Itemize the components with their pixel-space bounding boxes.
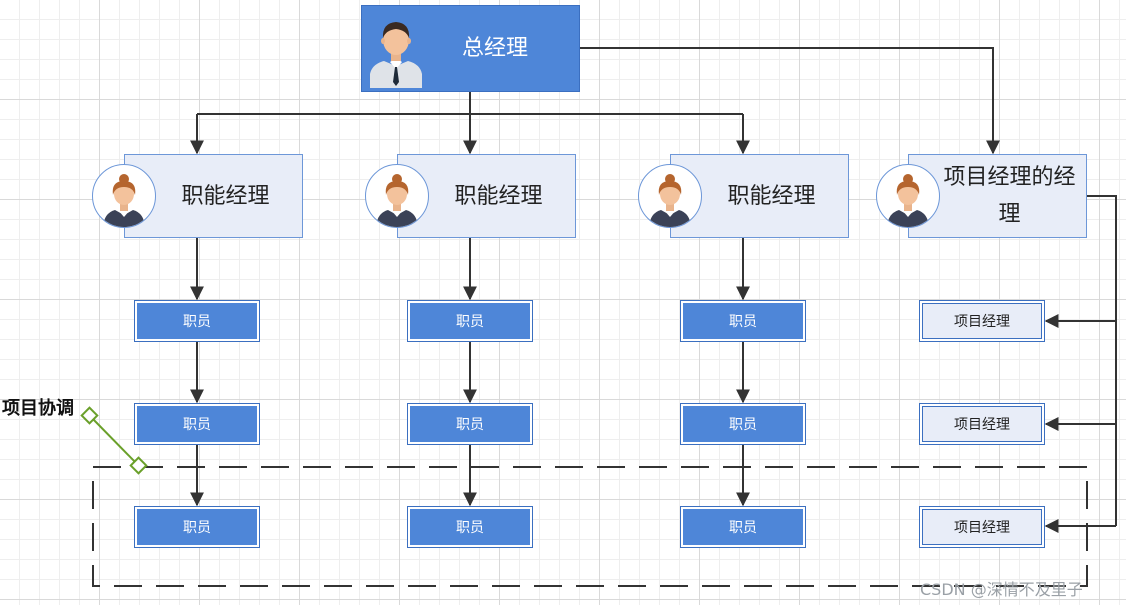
staff-label: 职员 bbox=[729, 417, 757, 433]
project-manager-label: 项目经理 bbox=[954, 520, 1010, 536]
staff-box-c3-r2[interactable]: 职员 bbox=[680, 403, 806, 445]
functional-manager-label-1: 职能经理 bbox=[181, 183, 270, 209]
coordination-callout-line bbox=[89, 415, 140, 467]
project-manager-label: 项目经理 bbox=[954, 417, 1010, 433]
staff-label: 职员 bbox=[729, 520, 757, 536]
functional-manager-label-2: 职能经理 bbox=[454, 183, 543, 209]
coordination-callout-handle-start[interactable] bbox=[80, 406, 99, 425]
pm-manager-label: 项目经理的经理 bbox=[943, 165, 1076, 227]
project-manager-box-1[interactable]: 项目经理 bbox=[919, 300, 1045, 342]
staff-label: 职员 bbox=[183, 520, 211, 536]
project-manager-box-2[interactable]: 项目经理 bbox=[919, 403, 1045, 445]
staff-box-c2-r2[interactable]: 职员 bbox=[407, 403, 533, 445]
staff-box-c1-r1[interactable]: 职员 bbox=[134, 300, 260, 342]
staff-label: 职员 bbox=[183, 314, 211, 330]
staff-label: 职员 bbox=[729, 314, 757, 330]
staff-box-c2-r1[interactable]: 职员 bbox=[407, 300, 533, 342]
businesswoman-icon-3 bbox=[638, 164, 702, 228]
functional-manager-label-3: 职能经理 bbox=[727, 183, 816, 209]
staff-label: 职员 bbox=[456, 314, 484, 330]
businesswoman-icon-2 bbox=[365, 164, 429, 228]
businesswoman-icon-4 bbox=[876, 164, 940, 228]
staff-label: 职员 bbox=[456, 417, 484, 433]
staff-label: 职员 bbox=[183, 417, 211, 433]
staff-label: 职员 bbox=[456, 520, 484, 536]
coordination-callout-handle-end[interactable] bbox=[129, 456, 148, 475]
connector-ceo-pm-manager bbox=[580, 47, 1000, 155]
connector-pm-trunk bbox=[1087, 195, 1117, 526]
staff-box-c2-r3[interactable]: 职员 bbox=[407, 506, 533, 548]
staff-box-c3-r3[interactable]: 职员 bbox=[680, 506, 806, 548]
ceo-box[interactable]: 总经理 bbox=[361, 5, 580, 92]
project-manager-box-3[interactable]: 项目经理 bbox=[919, 506, 1045, 548]
staff-box-c1-r3[interactable]: 职员 bbox=[134, 506, 260, 548]
ceo-label: 总经理 bbox=[462, 36, 529, 61]
staff-box-c3-r1[interactable]: 职员 bbox=[680, 300, 806, 342]
project-coordination-label[interactable]: 项目协调 bbox=[2, 398, 74, 419]
project-manager-label: 项目经理 bbox=[954, 314, 1010, 330]
businesswoman-icon-1 bbox=[92, 164, 156, 228]
staff-box-c1-r2[interactable]: 职员 bbox=[134, 403, 260, 445]
businessman-icon bbox=[370, 22, 422, 88]
watermark: CSDN @深情不及里子 bbox=[920, 580, 1083, 599]
